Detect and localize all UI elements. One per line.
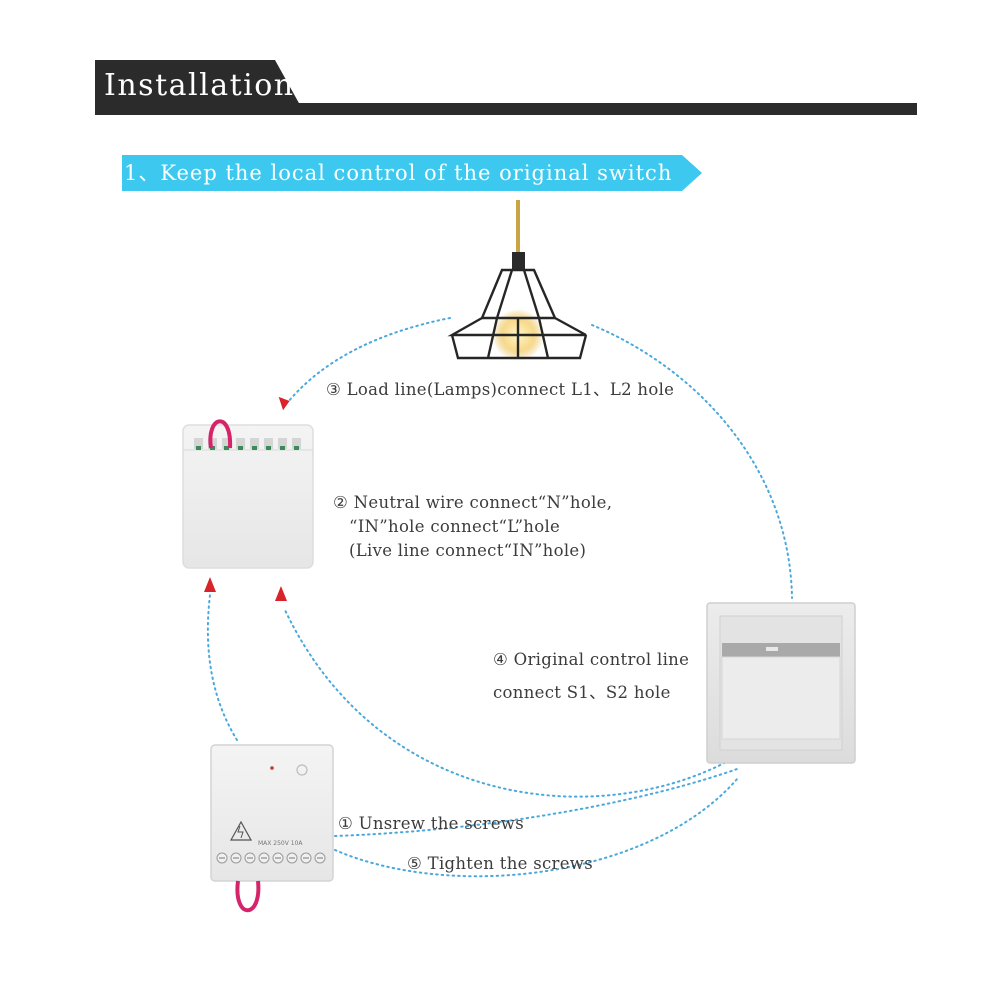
label-control-line-1: ④ Original control line	[493, 650, 690, 669]
arrow-head-top	[278, 396, 290, 411]
relay-module-bottom-icon: MAX 250V 10A	[210, 744, 334, 913]
module-rating-text: MAX 250V 10A	[258, 840, 303, 847]
step-banner	[122, 155, 702, 191]
pendant-lamp-icon	[447, 200, 588, 361]
arrow-head-left	[204, 577, 216, 592]
label-load-line: ③ Load line(Lamps)connect L1、L2 hole	[326, 380, 675, 399]
label-control-line-2: connect S1、S2 hole	[493, 683, 671, 702]
arc-switch-to-module-right	[284, 609, 731, 798]
step-title: 1、Keep the local control of the original…	[124, 161, 673, 185]
page-title: Installation	[104, 68, 295, 103]
label-neutral-line-2: “IN”hole connect“L”hole	[349, 517, 561, 536]
label-unscrew: ① Unsrew the screws	[338, 814, 524, 833]
label-neutral-line-1: ② Neutral wire connect“N”hole,	[333, 493, 613, 512]
header-tab	[95, 60, 300, 105]
wire-loop-bottom	[235, 880, 261, 913]
arc-bottom-to-module-left	[206, 594, 238, 741]
label-tighten: ⑤ Tighten the screws	[407, 854, 593, 873]
arrow-head-right	[275, 586, 287, 601]
arc-lamp-to-switch	[591, 324, 793, 599]
header-rule	[95, 103, 917, 115]
label-neutral-line-3: (Live line connect“IN”hole)	[349, 541, 587, 560]
arrow-group	[204, 396, 290, 601]
relay-module-top-icon	[182, 419, 314, 569]
arc-module-to-switch-unscrew	[334, 767, 741, 837]
arc-lamp-to-module	[287, 317, 451, 403]
wire-loop-top	[208, 419, 233, 449]
wall-switch-icon	[706, 602, 856, 764]
arc-module-to-switch-tighten	[334, 777, 739, 878]
